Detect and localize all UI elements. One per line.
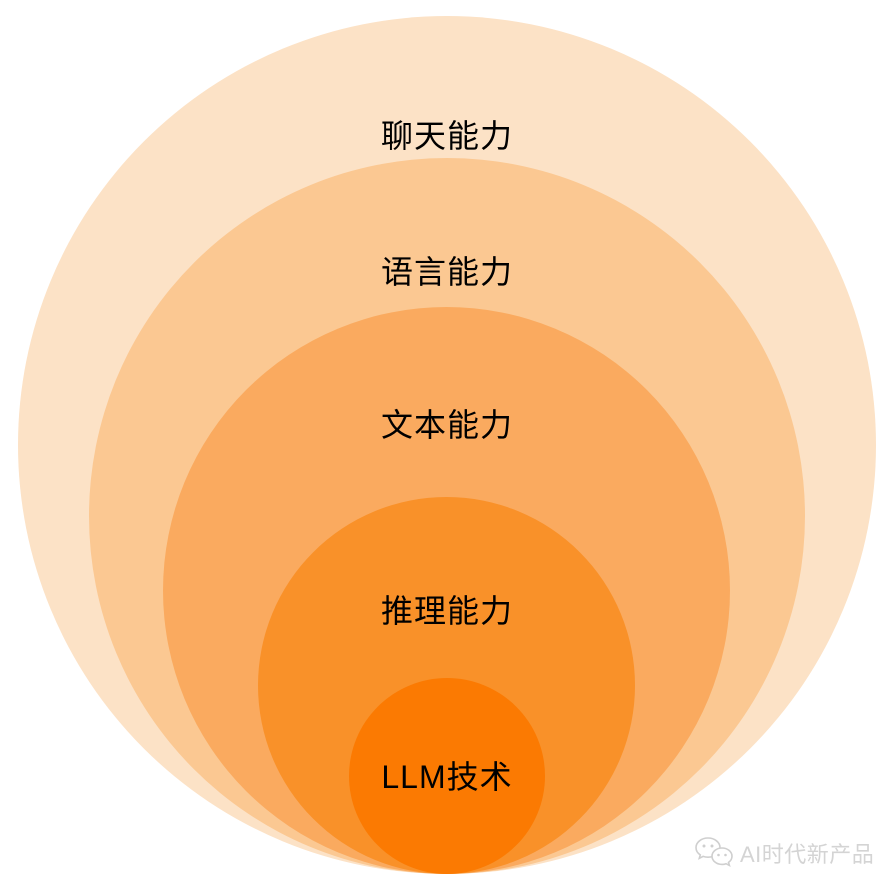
label-chat-ability: 聊天能力 <box>380 118 513 154</box>
wechat-icon <box>694 836 734 870</box>
label-reasoning-ability: 推理能力 <box>380 593 513 629</box>
label-text-ability: 文本能力 <box>380 407 513 443</box>
circle-llm-technology <box>349 678 545 874</box>
watermark: AI时代新产品 <box>694 836 874 870</box>
watermark-text: AI时代新产品 <box>740 842 875 867</box>
label-language-ability: 语言能力 <box>380 254 513 290</box>
label-llm-technology: LLM技术 <box>381 759 513 795</box>
